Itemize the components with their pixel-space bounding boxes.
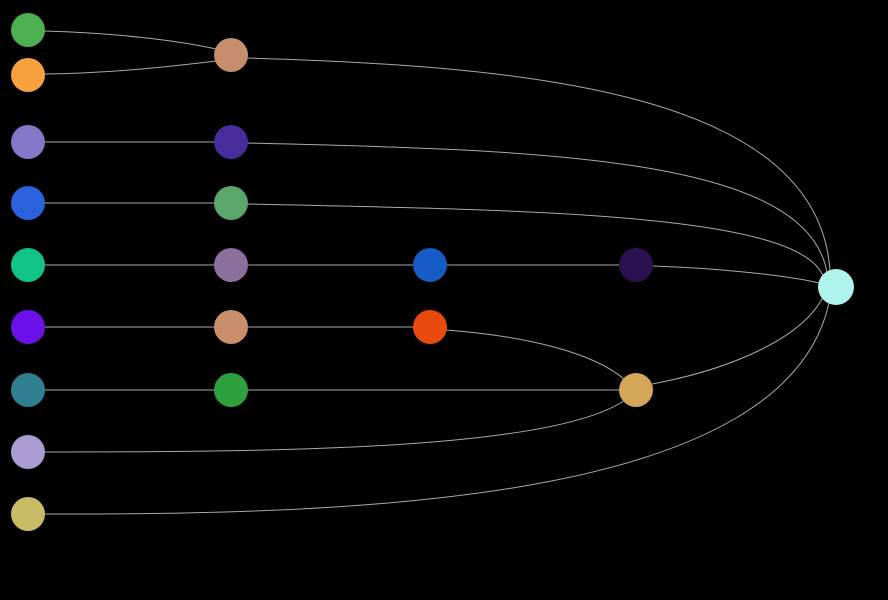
- graph-node-n11: [214, 125, 248, 159]
- graph-edge-n17-n19: [445, 329, 625, 380]
- graph-node-n6: [11, 310, 45, 344]
- graph-edge-n10-n20: [245, 57, 831, 272]
- graph-node-n8: [11, 435, 45, 469]
- graph-node-n12: [214, 186, 248, 220]
- graph-node-n14: [214, 310, 248, 344]
- graph-node-n16: [413, 248, 447, 282]
- graph-node-n18: [619, 248, 653, 282]
- graph-edge-n12-n20: [246, 203, 824, 277]
- graph-edge-n19-n20: [651, 296, 824, 385]
- graph-node-n20: [818, 269, 854, 305]
- graph-node-n4: [11, 186, 45, 220]
- graph-edge-n18-n20: [652, 265, 820, 284]
- graph-node-n13: [214, 248, 248, 282]
- graph-node-n2: [11, 58, 45, 92]
- graph-node-n10: [214, 38, 248, 72]
- graph-edge-n2-n10: [43, 60, 217, 75]
- graph-edge-n8-n19: [44, 399, 626, 453]
- graph-node-n19: [619, 373, 653, 407]
- edge-layer: [43, 30, 831, 515]
- graph-node-n5: [11, 248, 45, 282]
- graph-node-n17: [413, 310, 447, 344]
- graph-node-n7: [11, 373, 45, 407]
- node-layer: [11, 13, 854, 531]
- graph-node-n1: [11, 13, 45, 47]
- graph-edge-n1-n10: [43, 30, 217, 50]
- graph-node-n3: [11, 125, 45, 159]
- graph-node-n15: [214, 373, 248, 407]
- graph-node-n9: [11, 497, 45, 531]
- graph-edge-n11-n20: [246, 142, 828, 274]
- graph-edge-n9-n20: [44, 302, 830, 515]
